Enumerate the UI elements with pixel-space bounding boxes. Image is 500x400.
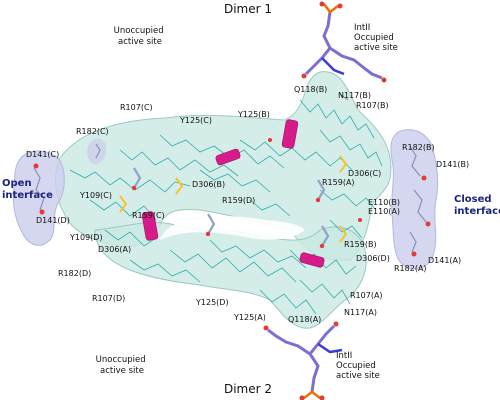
label-r159c: R159(C) <box>132 211 165 220</box>
label-r182b: R182(B) <box>402 143 435 152</box>
dimer1-title: Dimer 1 <box>224 2 272 16</box>
open-interface-label: Open interface <box>2 178 53 201</box>
intii-ligand-top <box>301 1 387 83</box>
residue-labels: Q118(B) N117(B) R107(B) R107(C) Y125(C) … <box>26 85 469 324</box>
label-d141a: D141(A) <box>428 256 461 265</box>
label-n117b: N117(B) <box>338 91 371 100</box>
label-q118a: Q118(A) <box>288 315 321 324</box>
label-y109c: Y109(C) <box>79 191 112 200</box>
label-e110b: E110(B) <box>368 198 400 207</box>
aspartate-residues <box>119 155 348 243</box>
closed-interface-surface <box>390 129 439 270</box>
label-y125c: Y125(C) <box>179 116 212 125</box>
label-d141b: D141(B) <box>436 160 469 169</box>
label-d141d: D141(D) <box>36 216 70 225</box>
label-r182a: R182(A) <box>394 264 427 273</box>
label-r159b: R159(B) <box>344 240 377 249</box>
label-d141c: D141(C) <box>26 150 59 159</box>
label-d306b: D306(B) <box>192 180 225 189</box>
open-interface-surface <box>12 150 65 246</box>
occupied-site-bottom: IntII Occupied active site <box>336 351 380 381</box>
label-r182c: R182(C) <box>76 127 109 136</box>
unoccupied-site-bottom: Unoccupied active site <box>96 355 149 376</box>
stick-oxygens <box>131 138 362 249</box>
tyrosine-residues <box>141 119 325 268</box>
n117b-leader <box>339 93 349 101</box>
label-y109d: Y109(D) <box>69 233 103 242</box>
central-cavity <box>160 216 305 240</box>
label-y125a: Y125(A) <box>233 313 266 322</box>
occupied-site-top: IntII Occupied active site <box>354 23 398 53</box>
label-e110a: E110(A) <box>368 207 400 216</box>
stick-residues <box>133 167 330 247</box>
interface-sidechains <box>33 143 427 253</box>
r182c-surface <box>87 138 107 165</box>
label-r159a: R159(A) <box>322 178 355 187</box>
label-r182d: R182(D) <box>58 269 91 278</box>
label-y125d: Y125(D) <box>195 298 229 307</box>
unoccupied-site-top: Unoccupied active site <box>114 26 167 47</box>
label-d306d: D306(D) <box>356 254 390 263</box>
label-r107c: R107(C) <box>120 103 153 112</box>
closed-interface-label: Closed interface <box>454 194 500 217</box>
label-r107b: R107(B) <box>356 101 389 110</box>
intii-ligand-bottom <box>263 321 343 400</box>
label-y125b: Y125(B) <box>237 110 270 119</box>
interface-oxygens <box>33 163 431 257</box>
label-r107d: R107(D) <box>92 294 125 303</box>
label-r107a: R107(A) <box>350 291 383 300</box>
label-q118b: Q118(B) <box>294 85 327 94</box>
protein-wireframe <box>69 99 383 315</box>
label-n117a: N117(A) <box>344 308 377 317</box>
label-r159d: R159(D) <box>222 196 255 205</box>
label-d306c: D306(C) <box>348 169 381 178</box>
label-d306a: D306(A) <box>98 245 131 254</box>
dimer2-title: Dimer 2 <box>224 382 272 396</box>
